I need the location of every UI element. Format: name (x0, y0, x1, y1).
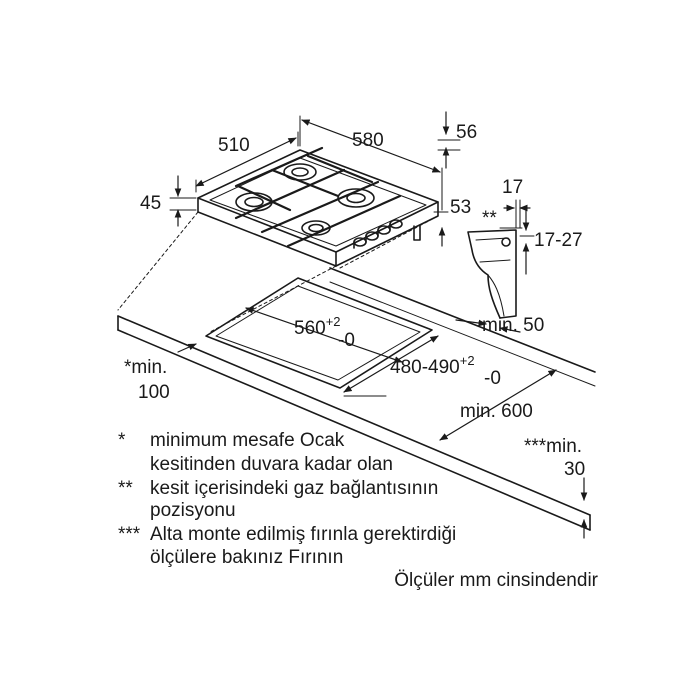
footnote-1-line-1: minimum mesafe Ocak (150, 430, 345, 451)
dim-580: 580 (352, 130, 384, 151)
dim-480-490: 480-490+2 (390, 353, 475, 378)
footnote-3-marker: *** (118, 524, 141, 545)
footnote-1-line-2: kesitinden duvara kadar olan (150, 454, 393, 475)
dim-560-tol-minus: -0 (338, 330, 355, 351)
dim-560: 560+2 (294, 314, 341, 339)
dimension-lines (169, 111, 588, 539)
dim-56: 56 (456, 122, 477, 143)
dimension-labels: 510 580 56 45 53 17 ** 17-27 min. 50 560… (124, 122, 585, 480)
worktop (117, 267, 596, 531)
footnote-3-line-2: ölçülere bakınız Fırının (150, 547, 344, 568)
dim-45: 45 (140, 193, 161, 214)
dim-53: 53 (450, 197, 471, 218)
dim-min-600: min. 600 (460, 401, 533, 422)
control-knobs (353, 219, 403, 249)
dim-min-100-label: *min. (124, 357, 167, 378)
dim-min-30-value: 30 (564, 459, 585, 480)
gas-connector (413, 225, 421, 241)
units-note: Ölçüler mm cinsindendir (394, 570, 598, 591)
hob (197, 146, 439, 267)
side-profile (467, 227, 523, 319)
dim-min-100-value: 100 (138, 382, 170, 403)
burner-right (337, 188, 375, 208)
footnote-3-line-1: Alta monte edilmiş fırınla gerektirdiği (150, 524, 457, 545)
footnote-2-line-2: pozisyonu (150, 500, 236, 521)
footnote-2-marker: ** (118, 478, 133, 499)
dim-min-50: min. 50 (482, 315, 544, 336)
cutout (205, 277, 433, 389)
dim-17: 17 (502, 177, 523, 198)
dim-min-30-label: ***min. (524, 436, 582, 457)
gas-connection-mark: ** (482, 208, 497, 229)
dim-480-490-tol-minus: -0 (484, 368, 501, 389)
footnote-1-marker: * (118, 430, 126, 451)
dim-17-27: 17-27 (534, 230, 583, 251)
footnote-2-line-1: kesit içerisindeki gaz bağlantısının (150, 478, 439, 499)
dim-510: 510 (218, 135, 250, 156)
